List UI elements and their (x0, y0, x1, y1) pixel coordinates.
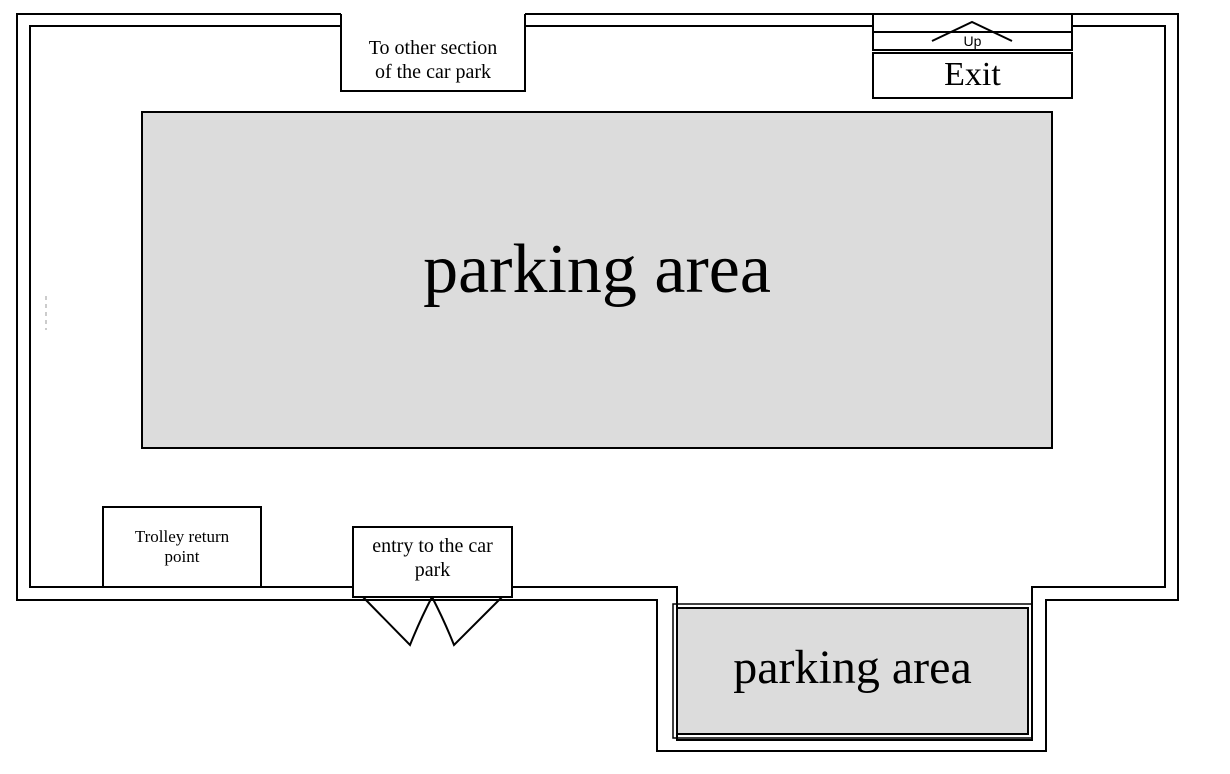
main-parking-area (141, 111, 1053, 449)
exit-box (872, 52, 1073, 99)
entry-door-left-icon (362, 596, 433, 647)
trolley-return-label: Trolley return point (134, 526, 230, 566)
up-arrow-icon (931, 20, 1013, 42)
inner-wall (29, 25, 1166, 741)
small-parking-outer (672, 603, 1033, 739)
other-section-label: To other section of the car park (368, 37, 498, 83)
up-label: Up (963, 32, 982, 49)
entry-label: entry to the car park (372, 535, 493, 581)
exit-label: Exit (944, 56, 1001, 94)
trolley-return-box (102, 506, 262, 588)
small-parking-label: parking area (733, 641, 972, 695)
other-section-opening (340, 14, 526, 92)
main-parking-label: parking area (423, 231, 771, 308)
entry-door-right-icon (431, 596, 503, 647)
small-parking-area (676, 607, 1029, 735)
outer-wall (16, 13, 1179, 752)
